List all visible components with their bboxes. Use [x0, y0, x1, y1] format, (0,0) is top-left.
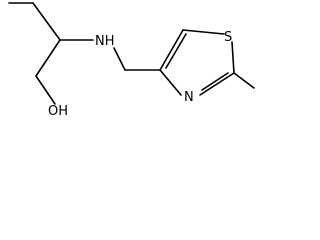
- bond-c2-n: [199, 72, 235, 96]
- bond-n-c4: [159, 69, 182, 96]
- ring-nitrogen-label: N: [184, 90, 194, 105]
- bond-c2-methyl: [233, 72, 255, 89]
- bond-c2-n-double: [201, 72, 229, 91]
- hydroxyl-label: OH: [48, 104, 68, 119]
- bond-c5-s: [182, 29, 225, 35]
- bond-s-c2: [231, 41, 235, 74]
- amine-label: NH: [95, 34, 115, 49]
- bond-c4-c5: [159, 29, 184, 71]
- bond-ch-ch2: [35, 39, 61, 77]
- bond-ethyl-ch: [32, 2, 61, 41]
- bond-c4-c5-double: [165, 33, 187, 69]
- bond-lines: [8, 2, 255, 105]
- sulfur-label: S: [224, 30, 232, 45]
- bond-ch2-oh: [35, 75, 56, 105]
- chemical-structure-diagram: OH NH S N: [8, 2, 255, 119]
- atom-labels: OH NH S N: [48, 30, 232, 119]
- bond-nh-ch2: [113, 47, 126, 71]
